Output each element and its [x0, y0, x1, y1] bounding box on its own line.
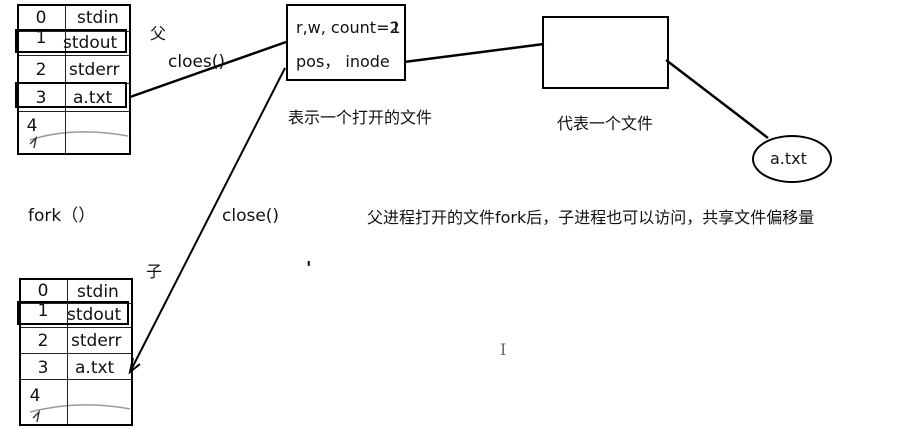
- fd-number: 0: [37, 281, 49, 301]
- parent-process-label: 父: [150, 24, 167, 43]
- table-row: 1 stdout: [21, 301, 131, 328]
- fd-number: 3: [35, 88, 47, 108]
- fd-entry-name: stdin: [77, 8, 119, 28]
- parent-fd4-scribble: [29, 131, 129, 141]
- fd-entry-name: a.txt: [75, 358, 115, 378]
- fd-number: 1: [35, 28, 47, 48]
- file-to-disk-link: [665, 59, 769, 139]
- fd-number: 1: [37, 301, 49, 321]
- stray-mark: ': [306, 258, 312, 279]
- child-stdout-highlight: [17, 301, 129, 325]
- table-row: 2 stderr: [19, 56, 129, 84]
- table-row: 2 stderr: [21, 328, 131, 354]
- fd-number: 3: [37, 358, 49, 378]
- open-file-flags: r,w, count=: [296, 18, 390, 37]
- parent-fd3-link: [129, 40, 287, 99]
- fd-entry-name: stderr: [71, 331, 122, 351]
- file-node: [542, 16, 669, 89]
- fd-entry-name: stdout: [63, 33, 118, 53]
- inode-link: [403, 42, 545, 64]
- fork-call-label: fork（）: [28, 206, 96, 226]
- fd-number: 4: [26, 116, 38, 136]
- child-process-label: 子: [146, 262, 163, 281]
- cloes-call-label: cloes(): [168, 52, 226, 72]
- fd-number: 2: [37, 331, 49, 351]
- open-file-caption: 表示一个打开的文件: [288, 108, 433, 127]
- child-table-divider: [67, 280, 68, 424]
- fd-entry-name: a.txt: [73, 88, 113, 108]
- table-row: 0 stdin: [19, 6, 129, 32]
- open-file-pos-inode: pos， inode: [296, 52, 390, 71]
- fd-number: 0: [35, 8, 47, 28]
- fd-number: 4: [29, 386, 41, 406]
- table-row: 0 stdin: [21, 280, 131, 304]
- child-fd-table: 0 stdin 1 stdout 2 stderr 3 a.txt 4: [19, 278, 133, 426]
- parent-fd4-hook: [29, 135, 38, 149]
- child-fd4-scribble: [29, 404, 131, 413]
- table-row: 3 a.txt: [21, 354, 131, 380]
- child-fd4-hook: [32, 409, 41, 423]
- table-row: 1 stdout: [19, 28, 129, 56]
- text-cursor-icon: I: [500, 340, 507, 359]
- disk-file-ellipse: a.txt: [752, 135, 832, 183]
- child-fd3-link: [129, 67, 286, 373]
- table-row: 4: [19, 112, 129, 154]
- parent-table-divider: [65, 6, 66, 153]
- parent-fd3-highlight: [15, 82, 127, 108]
- count-new-value: 2: [389, 18, 400, 37]
- explanation-text: 父进程打开的文件fork后，子进程也可以访问，共享文件偏移量: [367, 208, 815, 227]
- parent-stdout-highlight: [15, 29, 127, 53]
- fd-entry-name: stderr: [69, 60, 120, 80]
- disk-file-name: a.txt: [770, 149, 807, 168]
- count-old-value: 1: [390, 18, 401, 37]
- table-row: 4: [21, 380, 131, 424]
- fd-entry-name: stdout: [67, 305, 122, 325]
- table-row: 3 a.txt: [19, 84, 129, 112]
- fd-entry-name: stdin: [77, 282, 119, 302]
- file-node-caption: 代表一个文件: [557, 114, 654, 133]
- fd-number: 2: [35, 60, 47, 80]
- parent-fd-table: 0 stdin 1 stdout 2 stderr 3 a.txt 4: [17, 4, 131, 155]
- close-call-label: close(): [222, 206, 280, 226]
